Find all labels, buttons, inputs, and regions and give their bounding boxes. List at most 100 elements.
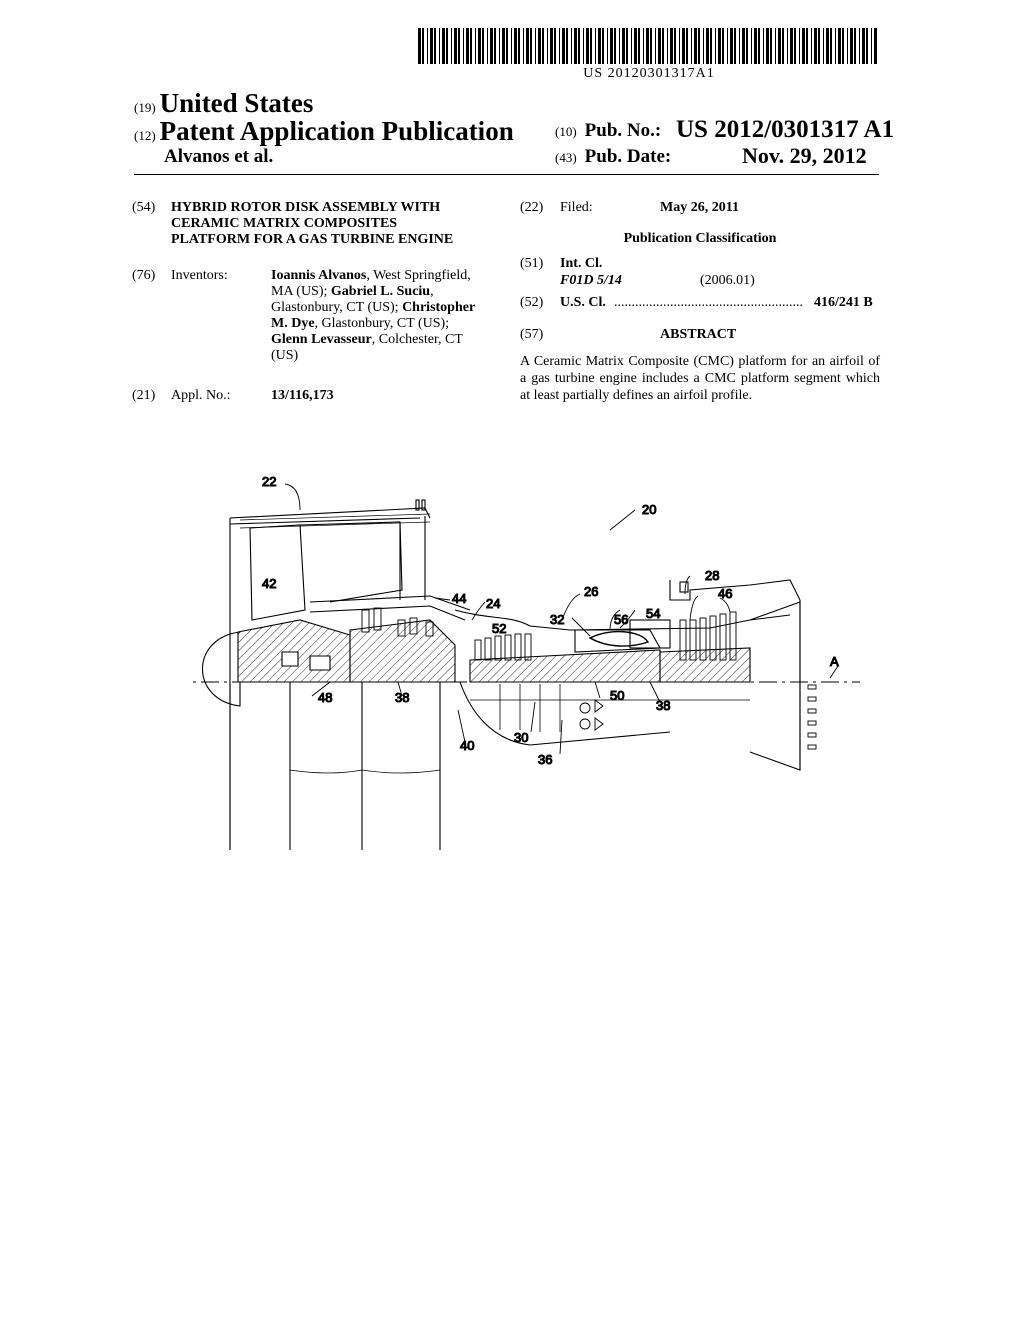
barcode-bar [427, 28, 428, 64]
barcode-bar [718, 28, 721, 64]
barcode-bar [766, 28, 769, 64]
barcode-bar [739, 28, 740, 64]
inid-code-10: (10) [555, 124, 577, 139]
barcode-bar [859, 28, 860, 64]
barcode-bar [602, 28, 604, 64]
barcode-bar [638, 28, 640, 64]
barcode-bar [439, 28, 440, 64]
barcode-bar [802, 28, 805, 64]
barcode-bar [746, 28, 748, 64]
figure-label: 36 [538, 752, 552, 767]
barcode-bar [770, 28, 772, 64]
barcode-bar [574, 28, 577, 64]
barcode-bar [679, 28, 680, 64]
barcode-bar [430, 28, 433, 64]
pub-number-label: Pub. No.: [584, 120, 662, 141]
barcode-bar [463, 28, 464, 64]
inventors-list: Ioannis Alvanos, West Springfield, MA (U… [271, 268, 501, 364]
barcode-bar [835, 28, 836, 64]
title-line: CERAMIC MATRIX COMPOSITES [171, 216, 398, 231]
barcode-bar [518, 28, 520, 64]
engine-cross-section-figure: 22 20 42 44 24 26 28 46 32 52 56 54 A 48… [190, 473, 860, 850]
inventors-label: Inventors: [171, 268, 228, 283]
barcode-bar [586, 28, 589, 64]
uscl-code: (52) [520, 295, 544, 310]
pub-date-block: (43) Pub. Date: [555, 146, 671, 168]
barcode-bar [571, 28, 572, 64]
abstract-code: (57) [520, 327, 544, 342]
barcode-bar [578, 28, 580, 64]
appl-label: Appl. No.: [171, 388, 231, 403]
barcode-bar [871, 28, 872, 64]
barcode-bar [715, 28, 716, 64]
barcode-bar [814, 28, 817, 64]
barcode-bar [854, 28, 856, 64]
barcode-bar [667, 28, 668, 64]
inventor-name: Christopher [402, 300, 476, 315]
figure-label: 22 [262, 474, 276, 489]
barcode-bar [422, 28, 424, 64]
barcode-bar [631, 28, 632, 64]
pub-date-value: Nov. 29, 2012 [742, 143, 867, 168]
header-country: (19) United States [134, 88, 313, 119]
barcode-bar [658, 28, 661, 64]
intcl-code: (51) [520, 256, 544, 271]
uscl-label: U.S. Cl. [560, 295, 606, 310]
inventors-code: (76) [132, 268, 156, 283]
header-rule [134, 174, 879, 175]
inid-code-19: (19) [134, 100, 156, 115]
abstract-text: A Ceramic Matrix Composite (CMC) platfor… [520, 354, 880, 403]
barcode-bar [454, 28, 457, 64]
barcode-bar [662, 28, 664, 64]
barcode-bar [643, 28, 644, 64]
barcode-bar [691, 28, 692, 64]
fan-blade [249, 524, 306, 621]
barcode [418, 28, 877, 64]
barcode-bar [799, 28, 800, 64]
pub-class-heading: Publication Classification [623, 231, 777, 246]
inventor-name: Gabriel L. Suciu [330, 284, 431, 299]
inventor-location: (US) [271, 348, 299, 363]
barcode-bar [754, 28, 757, 64]
title-line: PLATFORM FOR A GAS TURBINE ENGINE [171, 232, 454, 247]
figure-label: 24 [486, 596, 500, 611]
figure-label: 38 [395, 690, 409, 705]
title-line: HYBRID ROTOR DISK ASSEMBLY WITH [171, 200, 441, 215]
barcode-bar [674, 28, 676, 64]
barcode-bar [710, 28, 712, 64]
inid-code-12: (12) [134, 128, 156, 143]
inventor-location: Glastonbury, CT (US); [271, 300, 403, 315]
inventor-name: Glenn Levasseur [271, 332, 372, 347]
authors: Alvanos et al. [164, 146, 274, 167]
appl-code: (21) [132, 388, 156, 403]
barcode-bar [650, 28, 652, 64]
uscl-leader-dots: ........................................… [614, 295, 803, 310]
barcode-bar [458, 28, 460, 64]
barcode-bar [727, 28, 728, 64]
barcode-bar [494, 28, 496, 64]
barcode-bar [830, 28, 832, 64]
inventor-punct: , [430, 284, 434, 299]
figure-label: A [830, 654, 839, 669]
barcode-bar [566, 28, 568, 64]
country-name: United States [159, 88, 314, 118]
figure-label: 30 [514, 730, 528, 745]
barcode-bar [722, 28, 724, 64]
high-pressure-compressor [474, 633, 532, 661]
barcode-bar [850, 28, 853, 64]
fan-hub [237, 619, 351, 683]
figure-label: 56 [614, 612, 628, 627]
barcode-bar [818, 28, 820, 64]
figure-label: 50 [610, 688, 624, 703]
inventor-location: , Colchester, CT [371, 332, 463, 347]
barcode-bar [595, 28, 596, 64]
barcode-bar [446, 28, 448, 64]
inventor-location: , West Springfield, [366, 268, 471, 283]
nose-cone [202, 631, 241, 707]
barcode-bar [787, 28, 788, 64]
barcode-bar [826, 28, 829, 64]
pub-number-value: US 2012/0301317 A1 [676, 116, 895, 143]
barcode-bar [742, 28, 745, 64]
inventor-location: MA (US); [271, 284, 331, 299]
abstract-heading: ABSTRACT [660, 327, 737, 342]
